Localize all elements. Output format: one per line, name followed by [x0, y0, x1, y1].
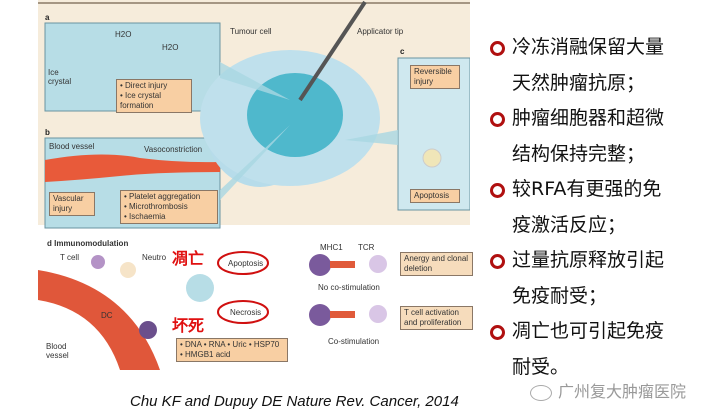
cryoablation-figure: a H2O H2O Ice crystal • Direct injury • …	[38, 0, 473, 370]
ring-bullet-icon	[490, 325, 505, 340]
effect-item: • Microthrombosis	[124, 202, 188, 211]
bullet-line: 冷冻消融保留大量	[512, 36, 665, 58]
costim-label: Co-stimulation	[328, 337, 380, 346]
vascular-injury-box: Vascular injury	[49, 192, 95, 216]
necrosis-label: Necrosis	[230, 308, 262, 317]
vessel-arc	[38, 270, 160, 370]
bullet-item: 肿瘤细胞器和超微结构保持完整；	[488, 101, 703, 172]
wechat-icon	[530, 384, 552, 401]
no-costim-label: No co-stimulation	[318, 283, 380, 292]
bullet-line: 过量抗原释放引起	[512, 249, 665, 271]
bullet-item: 冷冻消融保留大量天然肿瘤抗原；	[488, 30, 703, 101]
panel-b-letter: b	[45, 128, 50, 137]
bullet-item: 过量抗原释放引起免疫耐受；	[488, 243, 703, 314]
ring-bullet-icon	[490, 254, 505, 269]
tumour-cell-label: Tumour cell	[230, 27, 272, 36]
apoptosis-label: Apoptosis	[228, 259, 264, 268]
bullet-line: 免疫耐受；	[512, 284, 608, 307]
panel-c-letter: c	[400, 47, 405, 56]
dangers-box: • DNA • RNA • Uric • HSP70 • HMGB1 acid	[176, 338, 288, 362]
ring-bullet-icon	[490, 112, 505, 127]
bullet-line: 疫激活反应；	[512, 213, 627, 236]
anergy-box: Anergy and clonal deletion	[400, 252, 473, 276]
blood-vessel-label: Blood vessel	[49, 142, 95, 151]
panel-b-effects: • Platelet aggregation • Microthrombosis…	[120, 190, 218, 224]
applicator-probe	[298, 0, 367, 102]
effect-item: • Ischaemia	[124, 212, 166, 221]
bullet-line: 天然肿瘤抗原；	[512, 71, 646, 94]
citation: Chu KF and Dupuy DE Nature Rev. Cancer, …	[130, 393, 459, 410]
bullet-line: 结构保持完整；	[512, 142, 646, 165]
tcell-label: T cell	[60, 253, 79, 262]
mhc-label: MHC1	[320, 243, 343, 252]
bullet-line: 较RFA有更强的免	[512, 178, 662, 200]
bullet-line: 肿瘤细胞器和超微	[512, 107, 665, 129]
ring-bullet-icon	[490, 183, 505, 198]
watermark-text: 广州复大肿瘤医院	[558, 382, 687, 401]
bullet-item: 较RFA有更强的免疫激活反应；	[488, 172, 703, 243]
reversible-injury-box: Reversible injury	[410, 65, 460, 89]
h2o-label: H2O	[115, 30, 132, 39]
watermark: 广州复大肿瘤医院	[530, 378, 686, 402]
bullet-line: 凋亡也可引起免疫	[512, 320, 665, 342]
panel-a-effects: • Direct injury • Ice crystal formation	[116, 79, 192, 113]
tcr-label: TCR	[358, 243, 375, 252]
applicator-tip-label: Applicator tip	[357, 27, 404, 36]
annotation-apoptosis-cn: 凋亡	[172, 249, 205, 268]
panel-a-letter: a	[45, 13, 50, 22]
neutro-label: Neutro	[142, 253, 167, 262]
panel-d-title: d Immunomodulation	[47, 239, 129, 248]
effect-item: • Direct injury	[120, 81, 168, 90]
blood-vessel-shape	[45, 154, 220, 182]
bullet-item: 凋亡也可引起免疫耐受。	[488, 314, 703, 385]
effect-item: • Ice crystal formation	[120, 91, 162, 110]
blood-vessel-d-label: Blood vessel	[46, 342, 69, 360]
ice-crystal-label: Ice crystal	[48, 68, 72, 86]
apoptosis-box: Apoptosis	[410, 189, 460, 203]
annotation-necrosis-cn: 坏死	[172, 316, 205, 335]
effect-item: • Platelet aggregation	[124, 192, 201, 201]
bullet-line: 耐受。	[512, 355, 570, 378]
dc-label: DC	[101, 311, 113, 320]
ring-bullet-icon	[490, 41, 505, 56]
h2o-label-2: H2O	[162, 43, 179, 52]
vasoconstriction-label: Vasoconstriction	[144, 145, 203, 154]
activation-box: T cell activation and proliferation	[400, 306, 473, 330]
bullet-list: 冷冻消融保留大量天然肿瘤抗原； 肿瘤细胞器和超微结构保持完整； 较RFA有更强的…	[488, 30, 703, 385]
